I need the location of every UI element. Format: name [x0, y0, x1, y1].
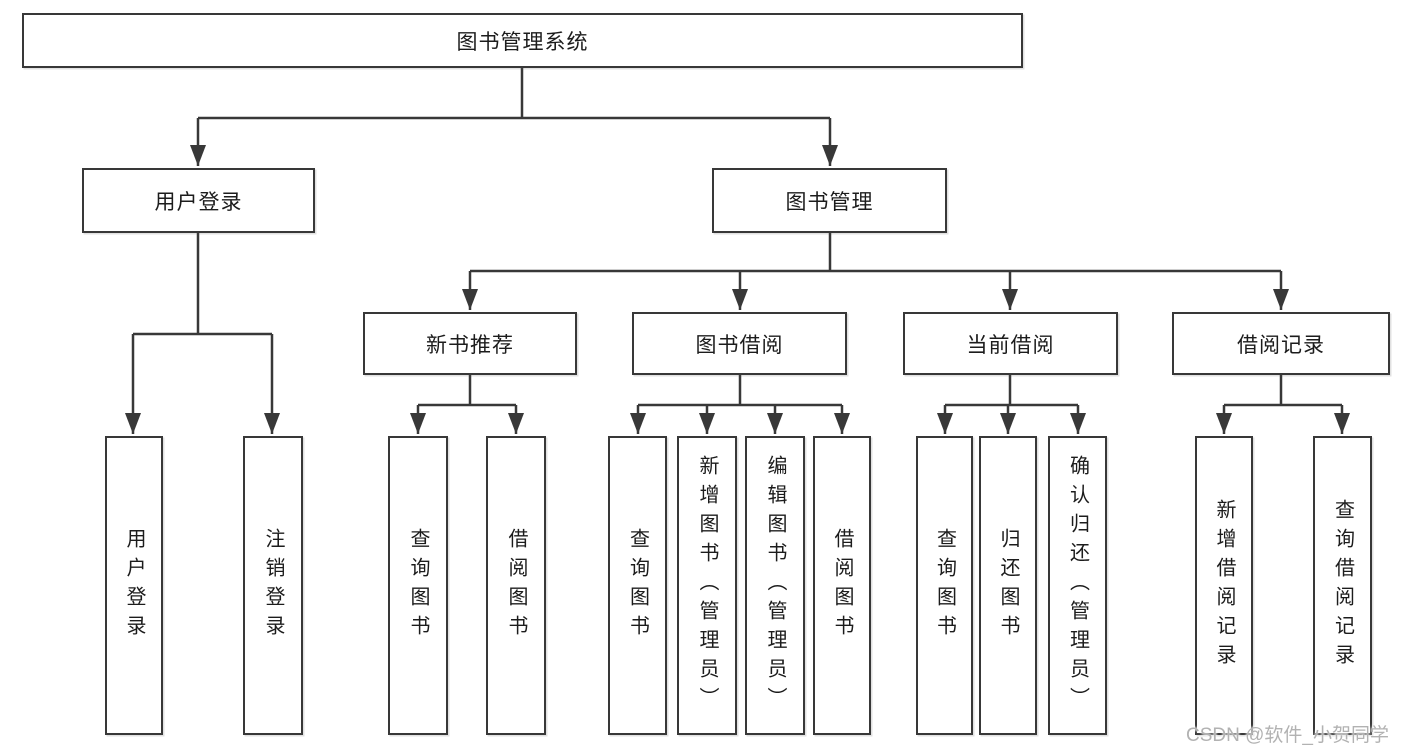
node-leaf-user-login: 用户登录: [105, 436, 163, 735]
node-br-query-record: 查询借阅记录: [1313, 436, 1372, 735]
node-label: 查询图书: [933, 527, 956, 644]
node-label: 新增借阅记录: [1213, 498, 1235, 673]
node-cb-return-books: 归还图书: [979, 436, 1037, 735]
node-label: 确认归还（管理员）: [1066, 455, 1089, 716]
watermark: CSDN @软件_小贺同学: [1186, 725, 1389, 746]
node-nbr-borrow-books: 借阅图书: [486, 436, 546, 735]
node-book-borrowing: 图书借阅: [632, 312, 847, 375]
node-label: 用户登录: [154, 190, 243, 214]
node-new-book-recommend: 新书推荐: [363, 312, 577, 375]
node-label: 用户登录: [123, 527, 145, 644]
node-label: 查询借阅记录: [1331, 498, 1354, 673]
node-label: 借阅记录: [1237, 333, 1325, 357]
node-label: 图书借阅: [695, 333, 784, 357]
node-cb-confirm-return-admin: 确认归还（管理员）: [1048, 436, 1107, 735]
node-book-management: 图书管理: [712, 168, 947, 233]
node-borrowing-records: 借阅记录: [1172, 312, 1390, 375]
node-label: 注销登录: [262, 527, 284, 644]
node-cb-query-books: 查询图书: [916, 436, 973, 735]
node-label: 借阅图书: [831, 527, 853, 644]
node-bb-query-books: 查询图书: [608, 436, 667, 735]
node-label: 查询图书: [407, 527, 429, 644]
node-bb-add-books-admin: 新增图书（管理员）: [677, 436, 737, 735]
node-library-management-system: 图书管理系统: [22, 13, 1023, 68]
node-nbr-query-books: 查询图书: [388, 436, 448, 735]
node-label: 新增图书（管理员）: [696, 455, 718, 716]
node-leaf-logout: 注销登录: [243, 436, 303, 735]
node-bb-borrow-books: 借阅图书: [813, 436, 871, 735]
node-label: 当前借阅: [966, 333, 1055, 357]
node-current-borrowing: 当前借阅: [903, 312, 1118, 375]
node-label: 新书推荐: [426, 333, 514, 357]
node-label: 编辑图书（管理员）: [764, 455, 786, 716]
node-label: 图书管理系统: [456, 30, 589, 54]
node-label: 图书管理: [785, 190, 874, 214]
node-bb-edit-books-admin: 编辑图书（管理员）: [745, 436, 805, 735]
node-label: 归还图书: [997, 527, 1019, 644]
node-label: 查询图书: [626, 527, 649, 644]
node-label: 借阅图书: [505, 527, 527, 644]
node-br-add-record: 新增借阅记录: [1195, 436, 1253, 735]
node-user-login: 用户登录: [82, 168, 315, 233]
